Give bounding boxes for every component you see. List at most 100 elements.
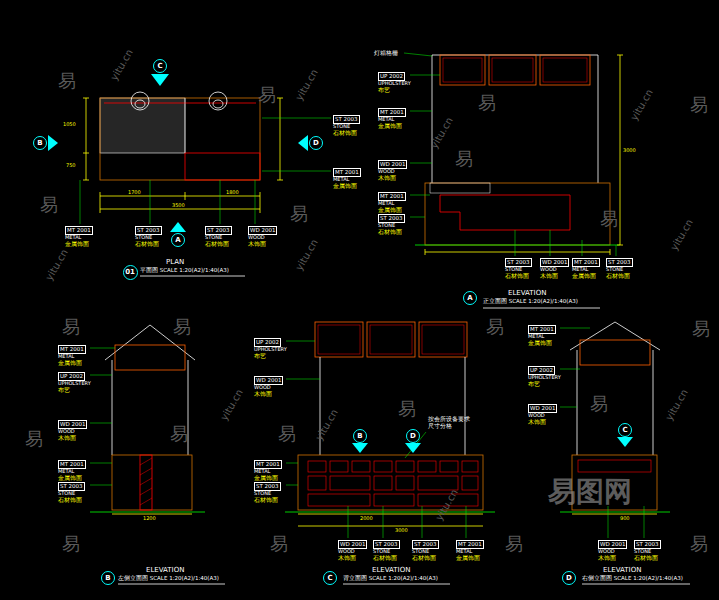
material-code: WD 2001 — [540, 258, 569, 267]
section-marker: D — [309, 136, 323, 150]
scale-note: 正立面图 SCALE 1:20(A2)/1:40(A3) — [483, 299, 578, 305]
view-title: ELEVATION — [508, 290, 546, 297]
material-code: ST 2003 — [634, 540, 661, 549]
material-code: MT 2001 — [378, 192, 406, 201]
material-code: ST 2003 — [412, 540, 439, 549]
material-name-cn: 金属饰面 — [456, 555, 480, 561]
material-name: METAL — [65, 235, 81, 240]
material-name-cn: 金属饰面 — [378, 207, 402, 213]
material-name: METAL — [333, 177, 349, 182]
marker-letter: B — [37, 140, 42, 147]
material-name-cn: 木饰面 — [338, 555, 356, 561]
material-code: WD 2001 — [338, 540, 367, 549]
material-name-cn: 木饰面 — [378, 175, 396, 181]
section-marker: D — [406, 429, 420, 443]
watermark: yitu.cn — [44, 248, 70, 282]
design-note: 按会所设备要求 尺寸分格 — [428, 416, 470, 429]
material-name-cn: 石材饰面 — [634, 555, 658, 561]
material-name: METAL — [58, 469, 74, 474]
watermark: yitu.cn — [219, 388, 245, 422]
material-name: STONE — [254, 491, 271, 496]
material-name: STONE — [378, 223, 395, 228]
material-code: ST 2003 — [333, 115, 360, 124]
watermark: 易 — [398, 400, 416, 418]
marker-letter: C — [327, 575, 332, 582]
material-code: ST 2003 — [205, 226, 232, 235]
material-code: MT 2001 — [65, 226, 93, 235]
material-name-cn: 木饰面 — [540, 273, 558, 279]
watermark: 易 — [590, 395, 608, 413]
material-name: METAL — [254, 469, 270, 474]
material-name-cn: 石材饰面 — [58, 497, 82, 503]
material-name-cn: 金属饰面 — [58, 360, 82, 366]
material-name-cn: 木饰面 — [248, 241, 266, 247]
watermark: 易 — [692, 320, 710, 338]
marker-letter: A — [175, 237, 180, 244]
material-code: ST 2003 — [606, 258, 633, 267]
material-name-cn: 石材饰面 — [135, 241, 159, 247]
material-code: WD 2001 — [378, 160, 407, 169]
material-name-cn: 布艺 — [254, 353, 266, 359]
section-marker: B — [353, 429, 367, 443]
material-name-cn: 石材饰面 — [606, 273, 630, 279]
material-note: 灯箱格栅 — [374, 50, 398, 56]
material-name-cn: 金属饰面 — [378, 123, 402, 129]
material-code: UP 2002 — [378, 72, 405, 81]
material-code: MT 2001 — [456, 540, 484, 549]
watermark: 易 — [58, 72, 76, 90]
material-name: UPHOLSTERY — [378, 81, 411, 86]
section-marker: A — [463, 291, 477, 305]
watermark: yitu.cn — [294, 238, 320, 272]
view-title: ELEVATION — [603, 567, 641, 574]
material-code: MT 2001 — [572, 258, 600, 267]
section-marker: A — [171, 233, 185, 247]
material-name: WOOD — [598, 549, 615, 554]
marker-letter: C — [157, 63, 162, 70]
marker-letter: D — [410, 433, 416, 440]
material-code: MT 2001 — [528, 325, 556, 334]
marker-letter: 01 — [125, 269, 135, 276]
scale-note: 右侧立面图 SCALE 1:20(A2)/1:40(A3) — [582, 576, 683, 582]
material-name: STONE — [412, 549, 429, 554]
section-marker: C — [618, 423, 632, 437]
dimension: 1800 — [226, 190, 239, 195]
material-name-cn: 金属饰面 — [58, 475, 82, 481]
material-name-cn: 石材饰面 — [254, 497, 278, 503]
material-code: WD 2001 — [58, 420, 87, 429]
material-name-cn: 布艺 — [378, 87, 390, 93]
material-name-cn: 金属饰面 — [254, 475, 278, 481]
material-name: STONE — [58, 491, 75, 496]
material-name: METAL — [456, 549, 472, 554]
dimension: 1700 — [128, 190, 141, 195]
view-title: PLAN — [166, 259, 184, 266]
material-name: STONE — [634, 549, 651, 554]
section-marker: D — [562, 571, 576, 585]
material-name-cn: 石材饰面 — [378, 229, 402, 235]
scale-note: 背立面图 SCALE 1:20(A2)/1:40(A3) — [343, 576, 438, 582]
material-code: ST 2003 — [373, 540, 400, 549]
material-name: METAL — [378, 201, 394, 206]
material-name: STONE — [333, 124, 350, 129]
material-name-cn: 布艺 — [528, 381, 540, 387]
material-code: ST 2003 — [378, 214, 405, 223]
material-code: ST 2003 — [58, 482, 85, 491]
material-code: MT 2001 — [58, 345, 86, 354]
material-name: METAL — [528, 334, 544, 339]
watermark: 易 — [505, 535, 523, 553]
material-name: STONE — [135, 235, 152, 240]
watermark: yitu.cn — [664, 388, 690, 422]
dimension: 1050 — [63, 122, 76, 127]
watermark: 易 — [690, 96, 708, 114]
marker-letter: D — [313, 140, 319, 147]
material-name: STONE — [205, 235, 222, 240]
watermark: 易 — [62, 535, 80, 553]
material-name-cn: 石材饰面 — [333, 130, 357, 136]
dimension: 900 — [620, 516, 630, 521]
dimension: 3000 — [395, 528, 408, 533]
watermark: yitu.cn — [429, 116, 455, 150]
watermark: 易 — [486, 318, 504, 336]
section-marker: 01 — [123, 265, 138, 280]
watermark: 易 — [455, 150, 473, 168]
material-name: WOOD — [528, 413, 545, 418]
